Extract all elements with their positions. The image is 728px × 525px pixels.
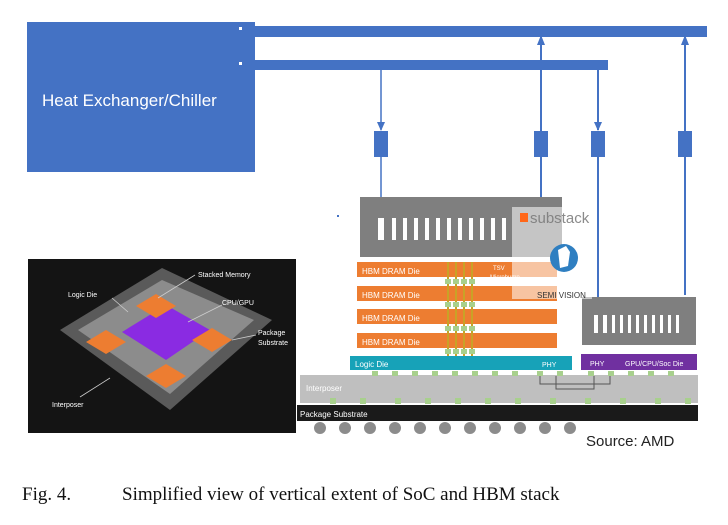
interposer-bumps [372, 371, 674, 376]
inset-label-stacked-memory: Stacked Memory [198, 272, 251, 279]
inset-cpu-gpu-die [122, 305, 210, 360]
interposer-layer [300, 375, 698, 403]
watermark-brand: substack [530, 210, 590, 227]
hbm-cold-plate-fins [378, 218, 506, 240]
soc-die [581, 354, 697, 370]
arrow-up-2 [681, 35, 689, 45]
semivision-logo-mark [558, 246, 570, 268]
watermark-sub: SEMI VISION [537, 291, 586, 300]
heat-exchanger-label: Heat Exchanger/Chiller [42, 91, 217, 110]
package-substrate-label: Package Substrate [300, 410, 368, 419]
hbm-dram-die-label-3: HBM DRAM Die [362, 314, 420, 323]
interposer-routing [539, 376, 611, 390]
hbm-dram-die-label-2: HBM DRAM Die [362, 291, 420, 300]
inset-label-interposer: Interposer [52, 402, 84, 409]
caption-label: Fig. 4. [22, 484, 72, 505]
heat-exchanger-block [27, 22, 255, 172]
connector-2 [534, 131, 548, 157]
microbump-label: Microbump [490, 275, 520, 281]
interposer-label: Interposer [306, 384, 342, 393]
arrow-up-1 [537, 35, 545, 45]
logic-die-label: Logic Die [355, 360, 389, 369]
connector-3 [591, 131, 605, 157]
soc-cold-plate-fins [594, 315, 679, 333]
marker-dot-left [337, 215, 339, 217]
tsv-columns [447, 262, 473, 362]
connector-dot-2 [239, 62, 242, 65]
solder-balls [314, 422, 576, 434]
hbm-dram-die-label-1: HBM DRAM Die [362, 267, 420, 276]
connector-dot-1 [239, 27, 242, 30]
phy-left-label: PHY [542, 362, 557, 369]
inset-label-package-substrate-1: Package [258, 330, 285, 337]
inset-leader-lines [79, 274, 257, 398]
inset-label-logic-die: Logic Die [68, 292, 97, 299]
arrow-down-2 [594, 122, 602, 131]
inset-hbm-stack-1 [136, 294, 176, 318]
inset-label-package-substrate-2: Substrate [258, 340, 288, 347]
substack-logo-icon [520, 213, 528, 222]
figure-caption: Fig. 4. Simplified view of vertical exten… [22, 484, 559, 506]
tsv-label: TSV [493, 266, 505, 272]
inset-hbm-stack-4 [146, 364, 186, 388]
soc-die-label: GPU/CPU/Soc Die [625, 361, 683, 368]
inset-hbm-stack-2 [192, 328, 232, 352]
connector-4 [678, 131, 692, 157]
logic-die [350, 356, 572, 370]
inset-hbm-stack-3 [86, 330, 126, 354]
coolant-pipe-middle [255, 60, 608, 70]
hbm-dram-die-label-4: HBM DRAM Die [362, 338, 420, 347]
interposer-through-vias [330, 398, 691, 404]
package-substrate-layer [297, 405, 698, 421]
coolant-pipe-top [255, 26, 707, 37]
microbumps [445, 279, 475, 354]
arrow-down-1 [377, 122, 385, 131]
inset-label-cpu-gpu: CPU/GPU [222, 300, 254, 307]
source-text: Source: AMD [586, 433, 675, 450]
phy-right-label: PHY [590, 361, 605, 368]
caption-text: Simplified view of vertical extent of So… [122, 484, 560, 505]
connector-1 [374, 131, 388, 157]
